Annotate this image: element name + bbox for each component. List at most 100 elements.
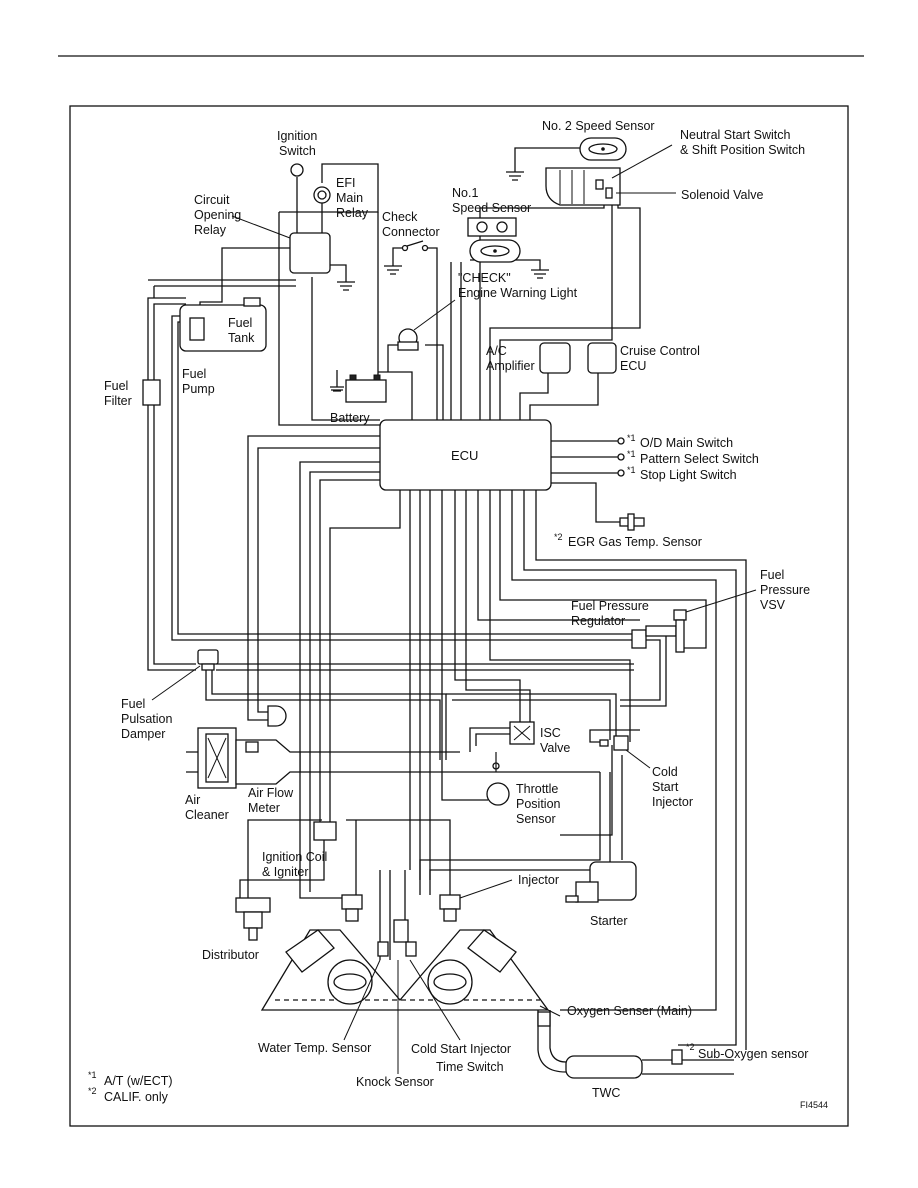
ignition-coil-label-1: Ignition Coil xyxy=(262,850,327,864)
fuel-pressure-regulator-icon xyxy=(631,625,677,649)
od-main-switch-label: O/D Main Switch xyxy=(640,436,733,450)
knock-sensor-label: Knock Sensor xyxy=(356,1075,434,1089)
fuel-pressure-vsv-label-1: Fuel xyxy=(760,568,784,582)
fuel-pressure-regulator-label-1: Fuel Pressure xyxy=(571,599,649,613)
air-cleaner-label-1: Air xyxy=(185,793,200,807)
transmission-icon xyxy=(545,167,621,206)
no2-speed-sensor-icon xyxy=(579,137,627,161)
injector-label: Injector xyxy=(518,873,559,887)
throttle-position-sensor-label-3: Sensor xyxy=(516,812,556,826)
cold-start-time-switch-label-1: Cold Start Injector xyxy=(411,1042,511,1056)
cruise-control-ecu-label-1: Cruise Control xyxy=(620,344,700,358)
sub-oxygen-sensor-label: Sub-Oxygen sensor xyxy=(698,1047,808,1061)
sub-oxygen-sensor-marker: *2 xyxy=(686,1042,695,1052)
exhaust-twc-icon xyxy=(537,1010,734,1079)
od-main-switch-marker: *1 xyxy=(627,433,636,443)
air-cleaner-icon xyxy=(197,727,237,789)
air-cleaner-label-2: Cleaner xyxy=(185,808,229,822)
distributor-icon xyxy=(235,897,271,941)
circuit-opening-relay-label-2: Opening xyxy=(194,208,241,222)
labels: Ignition Switch EFI Main Relay Circuit O… xyxy=(88,119,828,1110)
ac-amplifier-label-1: A/C xyxy=(486,344,507,358)
injector-right-icon xyxy=(439,894,461,922)
fuel-pump-label-1: Fuel xyxy=(182,367,206,381)
neutral-start-switch-label-1: Neutral Start Switch xyxy=(680,128,791,142)
ground-symbols xyxy=(330,171,549,392)
egr-gas-temp-sensor-label: EGR Gas Temp. Sensor xyxy=(568,535,702,549)
air-flow-meter-icon xyxy=(235,739,301,785)
ignition-switch-label-1: Ignition xyxy=(277,129,317,143)
ecu-input-terminals xyxy=(617,437,625,477)
starter-label: Starter xyxy=(590,914,628,928)
starter-icon xyxy=(565,861,637,903)
air-valve-icon xyxy=(267,705,287,727)
water-temp-sensor-label: Water Temp. Sensor xyxy=(258,1041,371,1055)
fuel-pressure-vsv-label-2: Pressure xyxy=(760,583,810,597)
stop-light-switch-marker: *1 xyxy=(627,465,636,475)
solenoid-valve-label: Solenoid Valve xyxy=(681,188,764,202)
ecu-label: ECU xyxy=(451,448,478,463)
check-engine-light-icon xyxy=(397,328,419,351)
neutral-start-switch-label-2: & Shift Position Switch xyxy=(680,143,805,157)
no1-speed-sensor-label-1: No.1 xyxy=(452,186,478,200)
circuit-opening-relay-label-1: Circuit xyxy=(194,193,230,207)
egr-gas-temp-sensor-icon xyxy=(619,513,645,531)
efi-main-relay-label-3: Relay xyxy=(336,206,369,220)
circuit-opening-relay-box xyxy=(289,232,331,274)
check-connector-icon xyxy=(401,240,429,252)
no1-speed-sensor-icon xyxy=(467,217,521,263)
ignition-coil-label-2: & Igniter xyxy=(262,865,309,879)
fuel-pressure-vsv-icon xyxy=(673,609,687,653)
stop-light-switch-label: Stop Light Switch xyxy=(640,468,737,482)
leader-circuit-relay xyxy=(231,215,291,239)
ecu-box xyxy=(379,419,552,491)
fuel-tank-label-1: Fuel xyxy=(228,316,252,330)
fuel-pressure-vsv-label-3: VSV xyxy=(760,598,786,612)
ignition-switch-label-2: Switch xyxy=(279,144,316,158)
check-light-label-2: Engine Warning Light xyxy=(458,286,578,300)
check-connector-label-1: Check xyxy=(382,210,418,224)
footnote-1-marker: *1 xyxy=(88,1070,97,1080)
footnote-1-text: A/T (w/ECT) xyxy=(104,1074,173,1088)
isc-valve-label-1: ISC xyxy=(540,726,561,740)
throttle-position-sensor-label-1: Throttle xyxy=(516,782,558,796)
efi-main-relay-label-1: EFI xyxy=(336,176,355,190)
cruise-control-ecu-icon xyxy=(587,342,617,374)
ac-amplifier-label-2: Amplifier xyxy=(486,359,535,373)
fuel-tank-label-2: Tank xyxy=(228,331,255,345)
oxygen-sensor-main-label: Oxygen Senser (Main) xyxy=(567,1004,692,1018)
no1-speed-sensor-label-2: Speed Sensor xyxy=(452,201,531,215)
fuel-tank-icon xyxy=(179,297,267,352)
fuel-pulsation-damper-label-2: Pulsation xyxy=(121,712,172,726)
fuel-filter-label-1: Fuel xyxy=(104,379,128,393)
battery-icon xyxy=(345,374,387,403)
injector-left-icon xyxy=(341,894,363,922)
footnote-2-text: CALIF. only xyxy=(104,1090,169,1104)
fuel-pressure-regulator-label-2: Regulator xyxy=(571,614,625,628)
air-flow-meter-label-1: Air Flow xyxy=(248,786,294,800)
diagram-frame xyxy=(69,105,849,1127)
fuel-pump-label-2: Pump xyxy=(182,382,215,396)
ignition-coil-igniter-icon xyxy=(313,821,337,841)
fuel-pulsation-damper-label-3: Damper xyxy=(121,727,165,741)
fuel-filter-label-2: Filter xyxy=(104,394,132,408)
ac-amplifier-icon xyxy=(539,342,571,374)
cold-start-injector-icon xyxy=(599,735,629,751)
figure-code: FI4544 xyxy=(800,1100,828,1110)
cruise-control-ecu-label-2: ECU xyxy=(620,359,646,373)
leader-cold-start-switch xyxy=(409,959,461,1041)
isc-valve-label-2: Valve xyxy=(540,741,570,755)
distributor-label: Distributor xyxy=(202,948,259,962)
throttle-position-sensor-icon xyxy=(486,782,510,806)
cold-start-injector-label-2: Start xyxy=(652,780,679,794)
egr-gas-temp-sensor-marker: *2 xyxy=(554,532,563,542)
check-connector-label-2: Connector xyxy=(382,225,440,239)
isc-valve-icon xyxy=(509,721,535,745)
ignition-switch-icon xyxy=(290,163,304,177)
no2-speed-sensor-label: No. 2 Speed Sensor xyxy=(542,119,655,133)
footnote-2-marker: *2 xyxy=(88,1086,97,1096)
pattern-select-switch-label: Pattern Select Switch xyxy=(640,452,759,466)
cold-start-injector-label-3: Injector xyxy=(652,795,693,809)
efi-main-relay-icon xyxy=(313,186,331,204)
